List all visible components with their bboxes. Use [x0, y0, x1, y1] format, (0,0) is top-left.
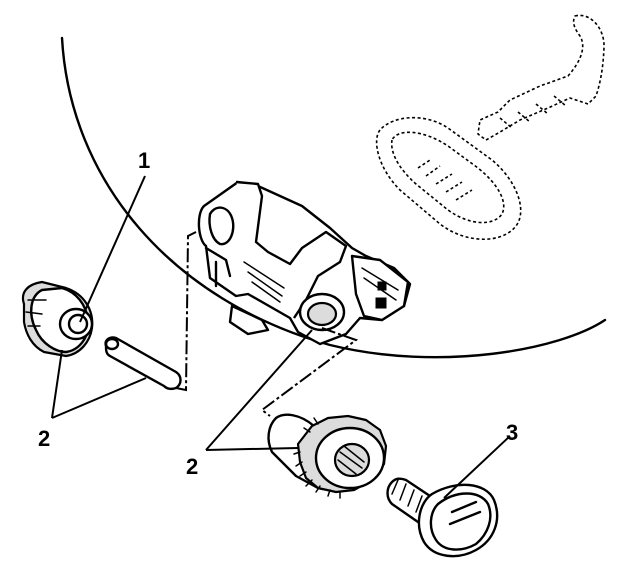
leader-callout-3 [443, 435, 511, 499]
lock-cylinder-housing [197, 180, 412, 346]
assembly-line-right [260, 327, 359, 417]
leader-callout-2-left [51, 349, 147, 419]
key-phantom [477, 14, 605, 141]
left-retainer [21, 280, 94, 358]
roll-pin [104, 336, 182, 391]
gear-bushing [267, 413, 388, 499]
callout-label-3: 3 [506, 420, 518, 445]
assembly-line-left [175, 231, 197, 392]
leader-callout-1 [79, 175, 146, 323]
callout-label-1: 1 [138, 148, 150, 173]
leader-callout-2-center [205, 329, 313, 451]
callout-label-2-center: 2 [186, 454, 198, 479]
callout-label-2-left: 2 [38, 426, 50, 451]
key-grip-phantom [375, 116, 522, 241]
screw [386, 477, 499, 558]
